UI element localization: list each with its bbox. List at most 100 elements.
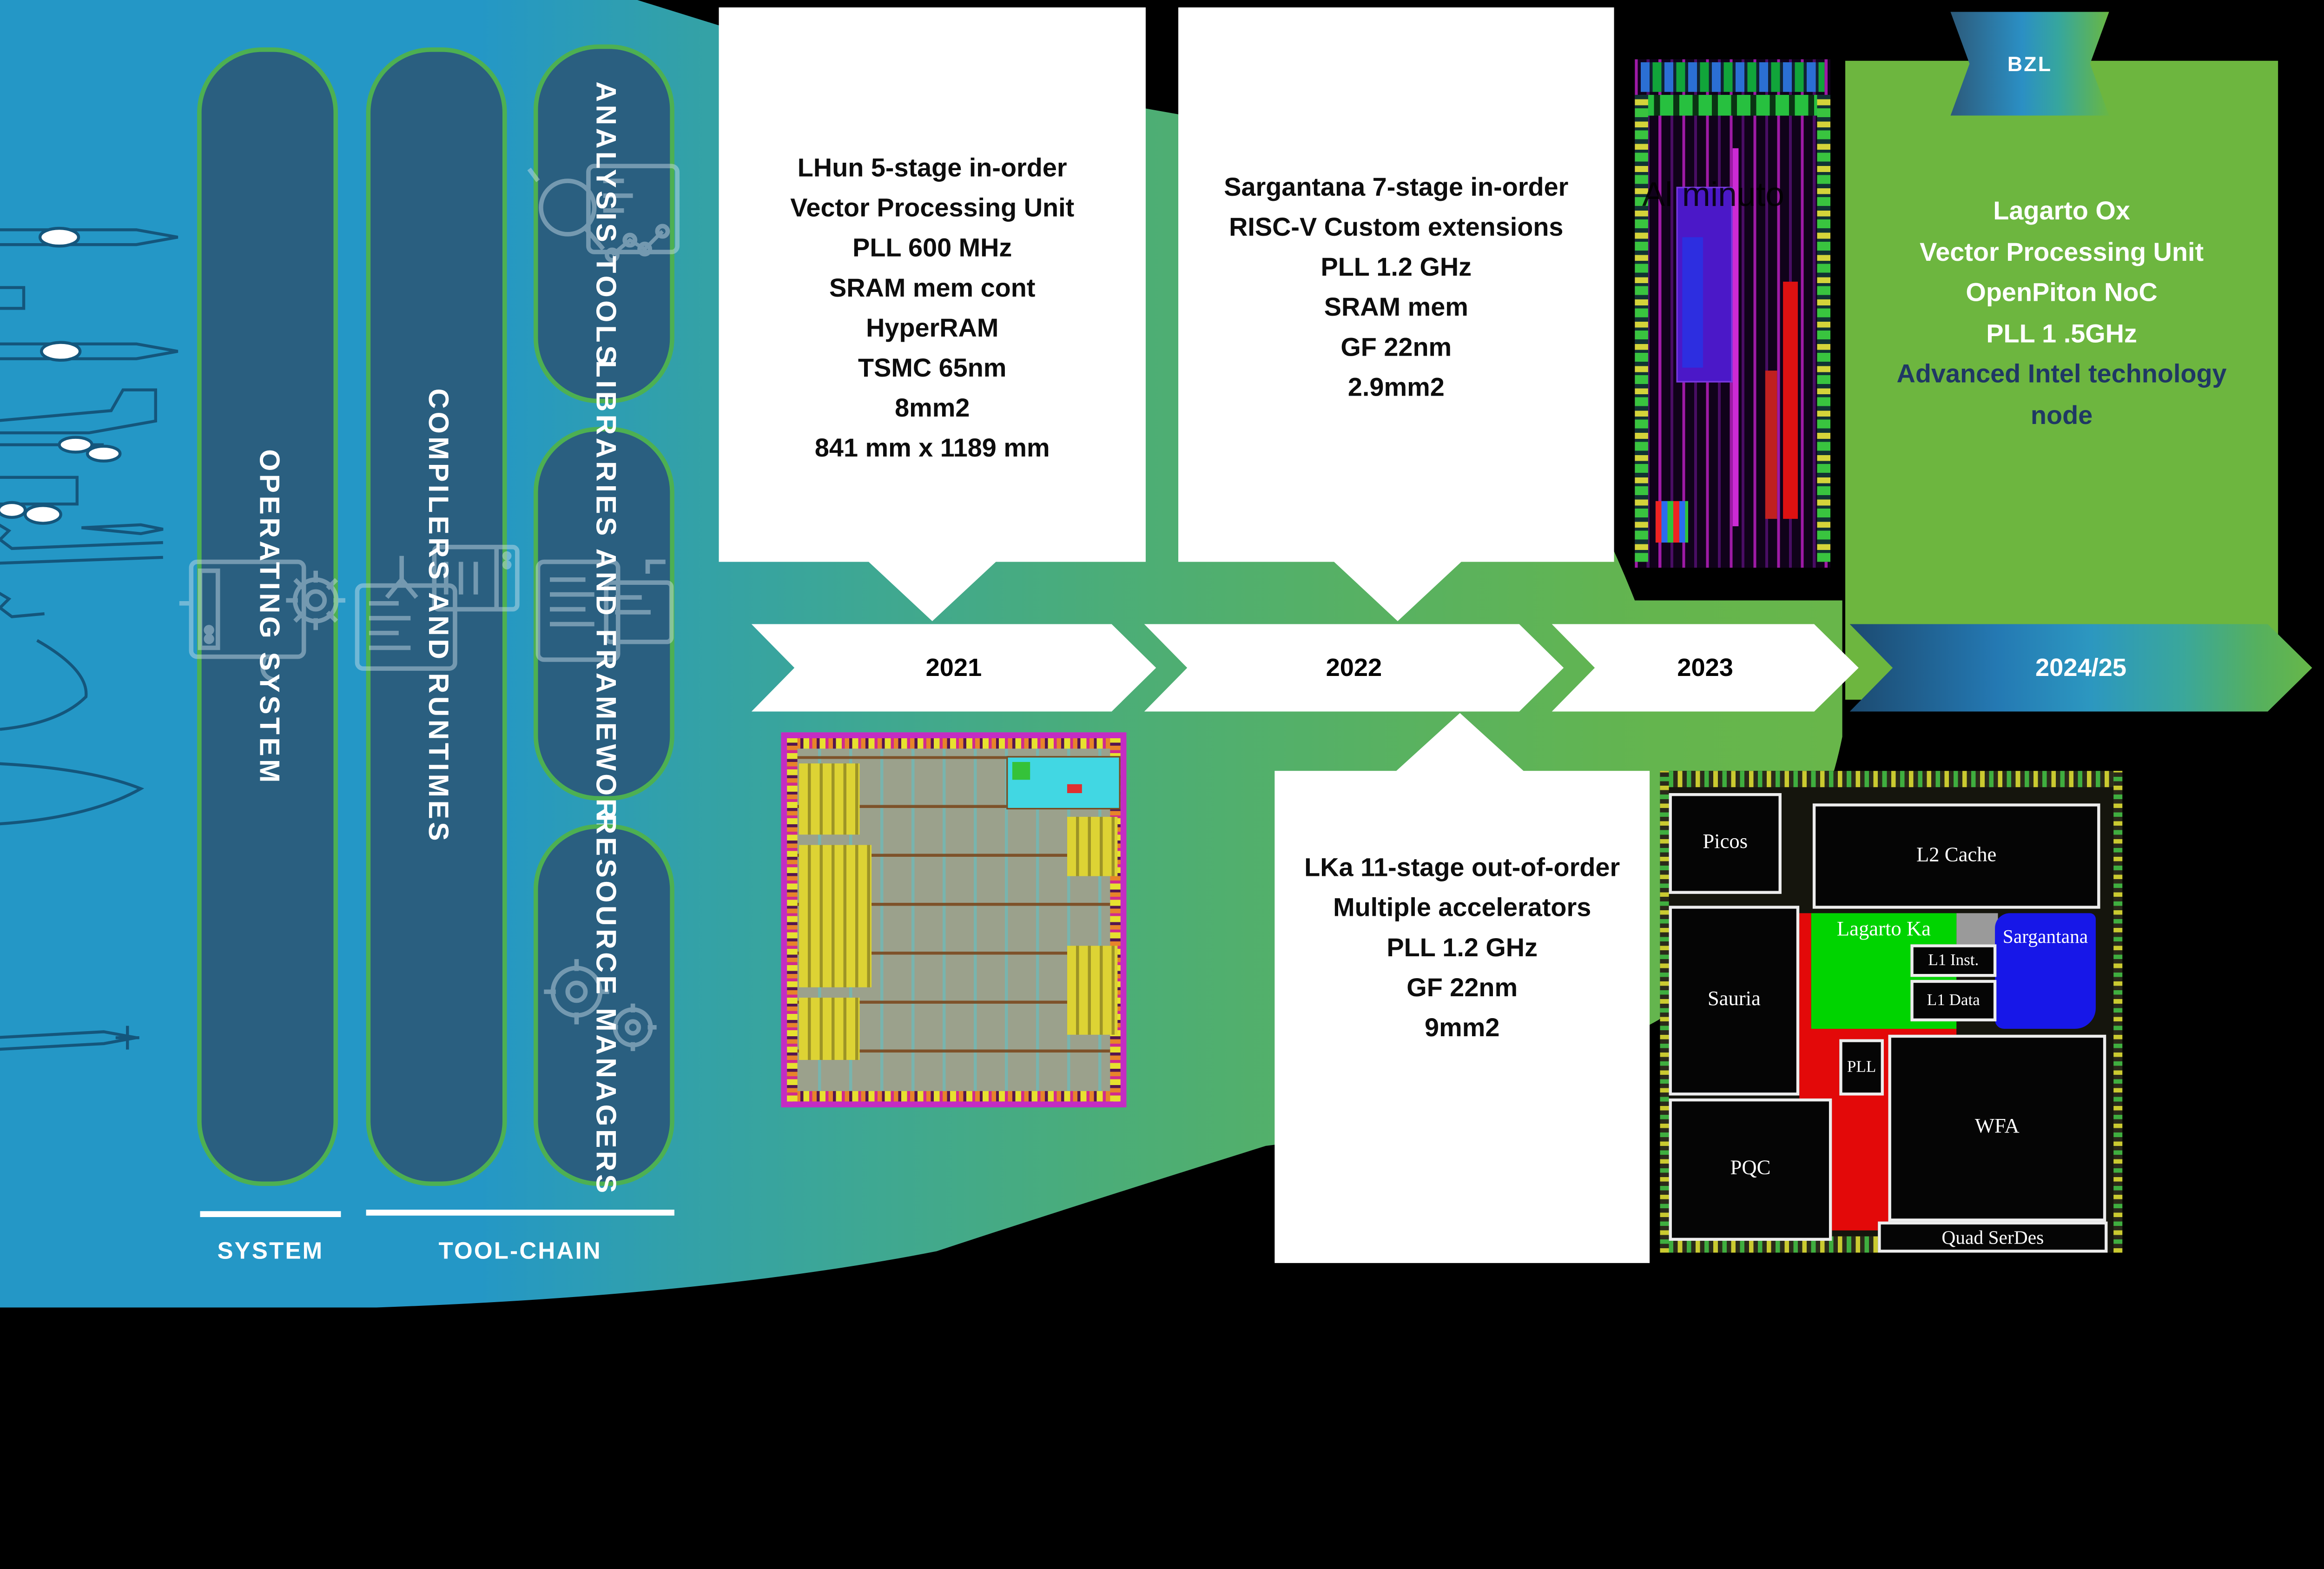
spec-line: SRAM mem cont bbox=[829, 272, 1036, 303]
floorplan-sauria-block: Sauria bbox=[1669, 906, 1800, 1096]
floorplan-label: Lagarto Ka bbox=[1836, 919, 1931, 941]
spec-line: SRAM mem bbox=[1324, 292, 1468, 322]
floorplan-label: L2 Cache bbox=[1916, 844, 1997, 867]
spec-line: Lagarto Ox bbox=[1993, 195, 2130, 225]
die-blue-macro bbox=[1682, 237, 1703, 368]
spec-line: 8mm2 bbox=[895, 393, 970, 423]
floorplan-red-region bbox=[1799, 913, 1811, 1038]
floorplan-pqc-block: PQC bbox=[1669, 1098, 1832, 1241]
floorplan-label: L1 Data bbox=[1927, 992, 1980, 1010]
sram-block bbox=[799, 845, 872, 987]
analysis-magnifier-chart-icon bbox=[526, 164, 679, 263]
floorplan-label: L1 Inst. bbox=[1928, 952, 1979, 970]
floorplan-2023-image: Lagarto Ka Sargantana Picos L2 Cache Sau… bbox=[1660, 771, 2123, 1253]
spec-line: GF 22nm bbox=[1406, 972, 1518, 1002]
timeline-arrow-2021: 2021 bbox=[752, 624, 1156, 711]
die-pad-ring bbox=[1640, 95, 1825, 116]
floorplan-wfa-block: WFA bbox=[1888, 1034, 2106, 1222]
callout-2021-lhun: LHun 5-stage in-order Vector Processing … bbox=[719, 7, 1146, 562]
os-machine-gear-icon bbox=[178, 559, 345, 683]
floorplan-sargantana-region: Sargantana bbox=[1995, 913, 2096, 1029]
pad-ring bbox=[1660, 771, 1669, 1253]
floorplan-label: Picos bbox=[1703, 831, 1748, 854]
die-pad-ring bbox=[1635, 95, 1648, 562]
toolchain-divider-line bbox=[366, 1210, 674, 1216]
die-pad-ring bbox=[1640, 62, 1825, 92]
system-group-label: SYSTEM bbox=[217, 1239, 324, 1265]
die-logo-cells bbox=[1655, 501, 1689, 543]
timeline-year-label: 2024/25 bbox=[2035, 653, 2126, 682]
floorplan-l1-inst-block: L1 Inst. bbox=[1910, 944, 1997, 977]
floorplan-l1-data-block: L1 Data bbox=[1910, 980, 1997, 1022]
sram-block bbox=[1067, 946, 1118, 1035]
hyperram-block bbox=[1006, 756, 1121, 810]
callout-2024-lagarto-ox: Lagarto Ox Vector Processing Unit OpenPi… bbox=[1845, 60, 2278, 700]
spec-line: Multiple accelerators bbox=[1333, 892, 1591, 922]
die-pad-ring bbox=[787, 738, 798, 1102]
spec-line: HyperRAM bbox=[866, 312, 999, 343]
callout-2023-lka: LKa 11-stage out-of-order Multiple accel… bbox=[1274, 771, 1650, 1263]
bzl-ribbon-label: BZL bbox=[2007, 52, 2053, 76]
spec-line: PLL 1 .5GHz bbox=[1986, 318, 2137, 348]
floorplan-label: Quad SerDes bbox=[1941, 1225, 2044, 1248]
floorplan-label: PLL bbox=[1847, 1058, 1876, 1077]
die-pad-ring bbox=[1817, 95, 1831, 562]
bzl-ribbon-badge: BZL bbox=[1950, 12, 2109, 116]
sidebar-pill-operating-system: OPERATING SYSTEM bbox=[178, 47, 345, 1186]
spec-line: LKa 11-stage out-of-order bbox=[1304, 852, 1620, 882]
chip-die-2021-lhun-image bbox=[781, 732, 1127, 1108]
die-pad-ring bbox=[787, 1091, 1121, 1102]
die-pad-ring bbox=[787, 738, 1121, 749]
circuit-traces-decoration bbox=[0, 226, 178, 1051]
sidebar-pill-label: LIBRARIES AND FRAMEWORKS bbox=[589, 360, 621, 867]
sidebar-pill-analysis-tools: ANALYSIS TOOLS bbox=[526, 44, 679, 404]
timeline-year-label: 2023 bbox=[1677, 653, 1733, 682]
timeline-year-label: 2021 bbox=[925, 653, 982, 682]
sidebar-pill-compilers-runtimes: COMPILERS AND RUNTIMES bbox=[354, 47, 519, 1186]
spec-line: RISC-V Custom extensions bbox=[1229, 212, 1564, 242]
sram-block bbox=[1067, 817, 1118, 876]
pad-ring bbox=[1660, 771, 2123, 788]
spec-line: Vector Processing Unit bbox=[790, 192, 1075, 223]
floorplan-label: Sargantana bbox=[2002, 925, 2088, 947]
floorplan-l2-cache-block: L2 Cache bbox=[1812, 803, 2100, 909]
spec-line: PLL 600 MHz bbox=[852, 232, 1012, 263]
sram-block bbox=[799, 763, 860, 835]
sidebar-pill-label: RESOURCE MANAGERS bbox=[589, 814, 621, 1197]
libraries-frameworks-icon bbox=[535, 559, 673, 662]
sidebar-pill-label: ANALYSIS TOOLS bbox=[589, 81, 621, 367]
spec-line: 2.9mm2 bbox=[1347, 372, 1445, 402]
floorplan-label: WFA bbox=[1974, 1116, 2020, 1139]
spec-line-highlight: node bbox=[2030, 399, 2093, 430]
timeline-year-label: 2022 bbox=[1326, 653, 1382, 682]
spec-line-highlight: Advanced Intel technology bbox=[1896, 358, 2227, 389]
spec-line: Vector Processing Unit bbox=[1920, 236, 2204, 266]
callout-2022-sargantana: Sargantana 7-stage in-order RISC-V Custo… bbox=[1178, 7, 1614, 562]
spec-line: GF 22nm bbox=[1340, 332, 1452, 362]
compiler-terminal-icon bbox=[354, 544, 519, 671]
spec-line: Sargantana 7-stage in-order bbox=[1224, 172, 1569, 202]
toolchain-group-label: TOOL-CHAIN bbox=[438, 1239, 602, 1265]
sidebar-pill-resource-managers: RESOURCE MANAGERS bbox=[533, 814, 674, 1196]
die-red-macro bbox=[1765, 371, 1777, 519]
chip-die-2023-lka-image: Al minuto bbox=[1635, 59, 1831, 568]
floorplan-picos-block: Picos bbox=[1669, 793, 1782, 894]
spec-line: OpenPiton NoC bbox=[1966, 277, 2158, 307]
resource-managers-gear-icon bbox=[543, 959, 656, 1051]
die-red-macro bbox=[1783, 281, 1798, 519]
timeline-arrow-2023: 2023 bbox=[1552, 624, 1859, 711]
floorplan-pll-block: PLL bbox=[1839, 1039, 1884, 1096]
roadmap-slide: OPERATING SYSTEM COMPILERS AND RUNTIMES … bbox=[0, 0, 2312, 1308]
sram-block bbox=[799, 998, 860, 1060]
spec-line: TSMC 65nm bbox=[858, 352, 1007, 383]
floorplan-label: Sauria bbox=[1707, 988, 1761, 1011]
system-divider-line bbox=[200, 1211, 341, 1217]
spec-line: PLL 1.2 GHz bbox=[1320, 252, 1472, 282]
timeline-arrow-2024-25: 2024/25 bbox=[1850, 624, 2312, 711]
die-red-cell bbox=[1067, 784, 1082, 793]
die-green-cell bbox=[1012, 762, 1030, 780]
floorplan-label: PQC bbox=[1730, 1158, 1771, 1180]
sidebar-pill-label: OPERATING SYSTEM bbox=[252, 448, 284, 785]
spec-line: 841 mm x 1189 mm bbox=[814, 433, 1050, 463]
spec-line: PLL 1.2 GHz bbox=[1386, 932, 1538, 962]
